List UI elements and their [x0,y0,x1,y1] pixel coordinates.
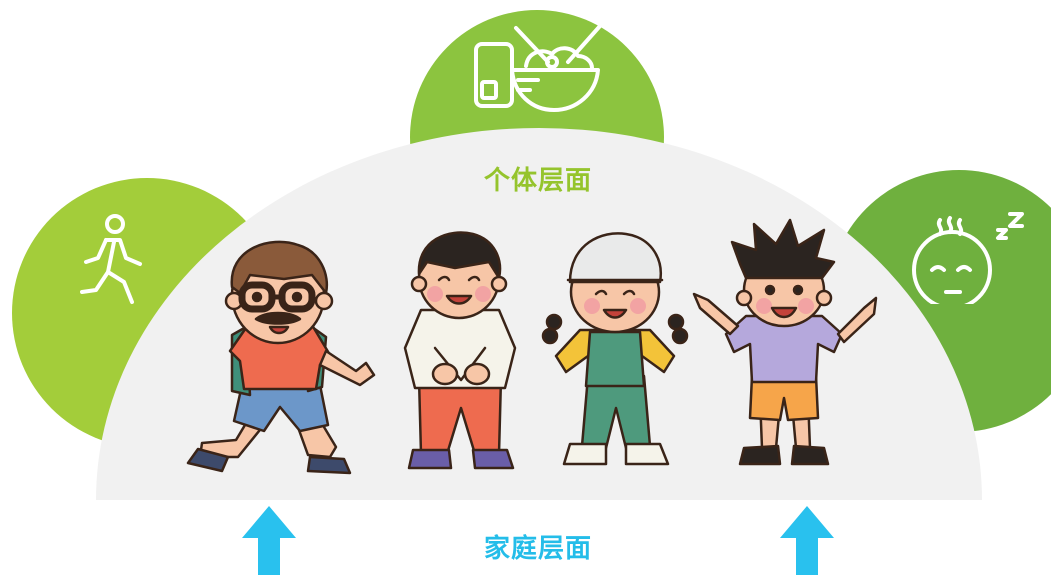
left-up-arrow [242,506,296,575]
family-level-label: 家庭层面 [483,534,592,564]
individual-level-label: 个体层面 [483,166,592,196]
right-up-arrow [780,506,834,575]
sleeping-face-icon [906,208,1030,310]
food-bowl-icon [468,22,606,118]
kid-in-sweater-illustration [395,228,525,478]
kid-with-glasses-illustration [180,235,390,480]
waving-boy-illustration [684,218,884,478]
girl-in-overalls-illustration [540,226,690,478]
walking-person-icon [76,212,146,308]
